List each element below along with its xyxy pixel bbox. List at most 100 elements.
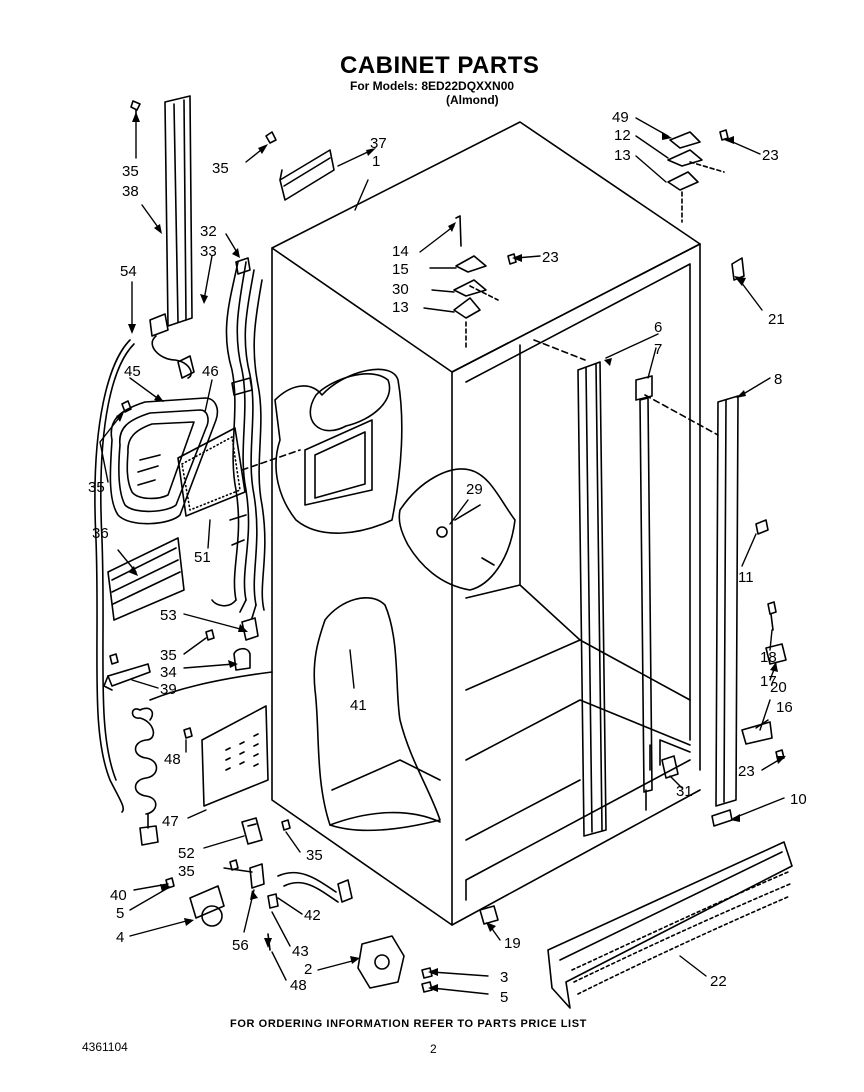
callout-38: 38 (122, 183, 139, 200)
page-number: 2 (430, 1042, 437, 1056)
callout-22: 22 (710, 973, 727, 990)
callout-6: 6 (654, 319, 662, 336)
wiring-harness (211, 257, 266, 619)
insulation-pad-46 (177, 427, 246, 517)
screw-35-bracket (265, 131, 277, 144)
callout-15: 15 (392, 261, 409, 278)
callout-40: 40 (110, 887, 127, 904)
callout-34: 34 (160, 664, 177, 681)
bracket-56 (229, 859, 265, 889)
callout-21: 21 (768, 311, 785, 328)
callout-45: 45 (124, 363, 141, 380)
clamp-34 (205, 629, 251, 671)
callout-10: 10 (790, 791, 807, 808)
callout-51: 51 (194, 549, 211, 566)
plate-36 (107, 537, 185, 621)
callout-30: 30 (392, 281, 409, 298)
callout-54: 54 (120, 263, 137, 280)
callout-52: 52 (178, 845, 195, 862)
callout-1: 1 (372, 153, 380, 170)
screw-35-side (121, 400, 132, 413)
callout-41: 41 (350, 697, 367, 714)
callout-19: 19 (504, 935, 521, 952)
callout-20: 20 (770, 679, 787, 696)
strip-6 (577, 361, 607, 837)
callout-56: 56 (232, 937, 249, 954)
callout-39: 39 (160, 681, 177, 698)
callout-36: 36 (92, 525, 109, 542)
top-hinge-left (453, 215, 517, 351)
callout-32: 32 (200, 223, 217, 240)
callout-31: 31 (676, 783, 693, 800)
arrowheads (116, 112, 786, 992)
color-line: (Almond) (446, 93, 499, 107)
callout-12: 12 (614, 127, 631, 144)
callout-42: 42 (304, 907, 321, 924)
bracket-2 (357, 935, 433, 993)
toe-grille-22 (547, 841, 793, 1009)
callout-18: 18 (760, 649, 777, 666)
top-hinge-right (667, 129, 729, 223)
power-cord-54 (94, 313, 195, 813)
bar-7 (635, 375, 653, 811)
bracket-16 (741, 721, 785, 761)
callout-17: 17 (760, 673, 777, 690)
callout-37: 37 (370, 135, 387, 152)
cabinet-cutaway (313, 596, 441, 832)
callout-8: 8 (774, 371, 782, 388)
callout-7: 7 (654, 341, 662, 358)
callout-3: 3 (500, 969, 508, 986)
callout-23: 23 (762, 147, 779, 164)
callout-35: 35 (212, 160, 229, 177)
coil-40 (131, 671, 273, 846)
leader-lines (99, 117, 785, 995)
callout-29: 29 (466, 481, 483, 498)
document-number: 4361104 (82, 1040, 128, 1054)
callout-35: 35 (178, 863, 195, 880)
callout-47: 47 (162, 813, 179, 830)
callout-4: 4 (116, 929, 124, 946)
caster-4 (165, 877, 225, 927)
callout-23: 23 (542, 249, 559, 266)
callout-48: 48 (290, 977, 307, 994)
callout-48: 48 (164, 751, 181, 768)
bracket-37 (279, 149, 335, 201)
callout-43: 43 (292, 943, 309, 960)
bracket-39 (103, 653, 151, 691)
bracket-19 (479, 905, 499, 925)
cabinet-body (241, 121, 719, 926)
callout-5: 5 (116, 905, 124, 922)
callout-5: 5 (500, 989, 508, 1006)
callout-46: 46 (202, 363, 219, 380)
callout-35: 35 (122, 163, 139, 180)
callout-labels: 35 38 37 1 35 32 33 54 45 46 35 36 51 53… (88, 109, 807, 1006)
part-21 (731, 257, 745, 281)
trim-strip-38 (164, 95, 193, 327)
bracket-53 (241, 617, 259, 641)
callout-49: 49 (612, 109, 629, 126)
part-31 (661, 755, 679, 779)
evaporator-window (274, 368, 403, 534)
callout-14: 14 (392, 243, 409, 260)
callout-33: 33 (200, 243, 217, 260)
callout-23: 23 (738, 763, 755, 780)
callout-13: 13 (614, 147, 631, 164)
strip-8 (715, 395, 739, 807)
control-housing-47 (183, 705, 269, 807)
callout-35: 35 (306, 847, 323, 864)
callout-11: 11 (738, 569, 754, 586)
hinge-17 (765, 601, 787, 665)
model-line: For Models: 8ED22DQXXN00 (350, 79, 515, 93)
clip-11 (755, 519, 769, 535)
callout-2: 2 (304, 961, 312, 978)
page-title: CABINET PARTS (340, 52, 540, 79)
callout-35: 35 (88, 479, 105, 496)
callout-16: 16 (776, 699, 793, 716)
callout-35: 35 (160, 647, 177, 664)
callout-13: 13 (392, 299, 409, 316)
bracket-52 (241, 817, 291, 845)
freezer-cutaway (398, 468, 516, 591)
ordering-note: FOR ORDERING INFORMATION REFER TO PARTS … (230, 1018, 587, 1030)
block-10 (711, 809, 733, 827)
